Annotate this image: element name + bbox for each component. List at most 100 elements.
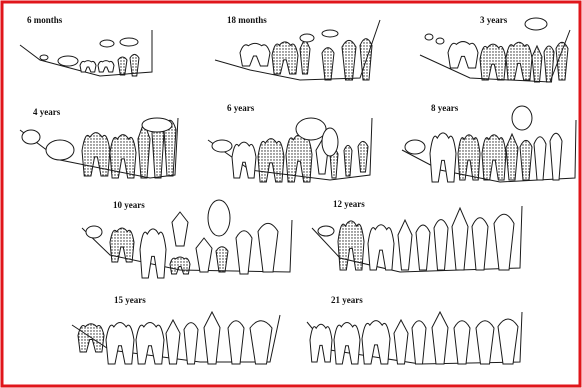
molar-tooth xyxy=(136,322,164,364)
panel-9 xyxy=(307,312,522,364)
incisor-tooth xyxy=(498,319,518,364)
panel-0 xyxy=(20,30,152,76)
tooth-bud xyxy=(322,30,338,37)
molar-tooth xyxy=(110,135,136,178)
tooth-bud xyxy=(322,128,338,156)
tooth-bud xyxy=(436,38,444,44)
incisor-tooth xyxy=(476,321,494,364)
molar-tooth xyxy=(482,135,506,180)
tooth-bud xyxy=(120,38,138,46)
molar-tooth xyxy=(506,42,532,80)
canine-tooth xyxy=(196,238,212,272)
molar-tooth xyxy=(106,322,134,364)
label-8-years: 8 years xyxy=(431,103,458,113)
incisor-tooth xyxy=(342,40,356,80)
incisor-tooth xyxy=(434,220,448,270)
label-18-months: 18 months xyxy=(227,15,267,25)
incisor-tooth xyxy=(228,321,244,364)
tooth-bud xyxy=(58,56,78,66)
canine-tooth xyxy=(394,320,408,364)
tooth-bud xyxy=(296,118,326,140)
incisor-tooth xyxy=(130,54,139,76)
molar-tooth xyxy=(310,324,332,362)
molar-tooth xyxy=(430,133,456,182)
panel-1 xyxy=(215,20,380,80)
label-4-years: 4 years xyxy=(33,107,60,117)
tooth-bud xyxy=(208,200,230,236)
molar-tooth xyxy=(458,135,480,180)
tooth-bud xyxy=(525,18,547,30)
tooth-bud xyxy=(512,106,532,130)
tooth-bud xyxy=(425,34,433,40)
tooth-bud xyxy=(100,40,114,47)
label-3-years: 3 years xyxy=(480,15,507,25)
canine-tooth xyxy=(398,220,412,270)
tooth-bud xyxy=(142,118,172,132)
molar-tooth xyxy=(480,44,506,80)
tooth-bud xyxy=(40,55,48,60)
tooth-bud xyxy=(86,226,102,238)
tooth-bud xyxy=(46,140,74,160)
incisor-tooth xyxy=(322,48,334,80)
molar-tooth xyxy=(80,61,96,72)
panel-4 xyxy=(208,118,372,182)
incisor-tooth xyxy=(412,321,426,364)
incisor-tooth xyxy=(494,214,514,270)
molar-tooth xyxy=(286,135,312,182)
incisor-tooth xyxy=(520,140,532,180)
incisor-tooth xyxy=(344,145,352,176)
panel-5 xyxy=(402,106,576,182)
molar-tooth xyxy=(110,228,134,262)
label-6-months: 6 months xyxy=(27,15,62,25)
incisor-tooth xyxy=(534,137,546,180)
canine-tooth xyxy=(532,46,542,82)
tooth-bud xyxy=(212,140,232,152)
incisor-tooth xyxy=(550,133,562,180)
molar-tooth xyxy=(334,322,360,364)
incisor-tooth xyxy=(416,225,430,270)
molar-tooth xyxy=(272,42,298,74)
incisor-tooth xyxy=(258,223,278,272)
panel-8 xyxy=(72,312,280,364)
incisor-tooth xyxy=(250,321,272,364)
molar-tooth xyxy=(170,257,190,274)
panel-6 xyxy=(82,200,292,278)
incisor-tooth xyxy=(358,141,368,172)
label-10-years: 10 years xyxy=(113,200,145,210)
incisor-tooth xyxy=(118,57,127,75)
molar-tooth xyxy=(338,221,364,270)
label-12-years: 12 years xyxy=(333,199,365,209)
canine-tooth xyxy=(452,208,468,270)
canine-tooth xyxy=(300,38,310,74)
molar-tooth xyxy=(78,324,104,352)
canine-tooth xyxy=(172,212,188,246)
molar-tooth xyxy=(140,229,166,278)
canine-tooth xyxy=(204,312,220,364)
incisor-tooth xyxy=(216,247,228,272)
incisor-tooth xyxy=(236,231,252,274)
tooth-bud xyxy=(318,226,334,236)
panel-7 xyxy=(312,206,522,272)
label-6-years: 6 years xyxy=(227,103,254,113)
panel-3 xyxy=(20,118,178,178)
molar-tooth xyxy=(82,133,110,176)
tooth-bud xyxy=(300,34,314,42)
incisor-tooth xyxy=(184,323,198,364)
canine-tooth xyxy=(506,134,518,180)
molar-tooth xyxy=(98,61,114,72)
label-21-years: 21 years xyxy=(331,295,363,305)
molar-tooth xyxy=(258,139,284,182)
panel-2 xyxy=(420,18,570,82)
incisor-tooth xyxy=(472,218,488,270)
incisor-tooth xyxy=(454,321,470,364)
canine-tooth xyxy=(432,312,448,364)
molar-tooth xyxy=(240,43,270,66)
tooth-bud xyxy=(22,130,40,144)
molar-tooth xyxy=(368,225,394,270)
incisor-tooth xyxy=(556,42,568,80)
molar-tooth xyxy=(448,42,478,68)
label-15-years: 15 years xyxy=(114,295,146,305)
molar-tooth xyxy=(232,142,256,178)
